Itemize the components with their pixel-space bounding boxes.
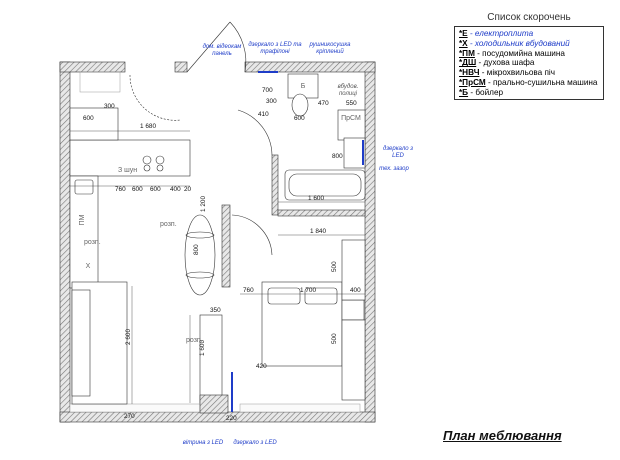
- wall-north-stub: [174, 61, 188, 73]
- legend-row: *Б - бойлер: [459, 87, 504, 97]
- dim-500-a: 500: [331, 261, 338, 272]
- legend-box: *Е - електроплита *Х - холодильник вбудо…: [454, 26, 604, 100]
- label-rozet-1: розп.: [84, 239, 101, 246]
- note-tech-gap: тех. зазор: [379, 166, 409, 172]
- wardrobe-east: [341, 239, 366, 401]
- wall-south: [59, 411, 376, 423]
- legend-row: *НВЧ - мікрохвильова піч: [459, 68, 555, 78]
- wall-bath-south: [277, 209, 366, 217]
- counter-top: [69, 139, 191, 177]
- label-boiler: Б: [301, 83, 306, 90]
- dimension-lines: [70, 130, 365, 404]
- note-wall-niche: вбудов. полиці: [337, 84, 359, 97]
- kitchen-upper-cabinet: [69, 107, 119, 141]
- dim-2600: 2 600: [125, 329, 132, 345]
- radiator-north: [79, 71, 121, 93]
- dim-1840: 1 840: [310, 228, 326, 235]
- legend-row: *ПМ - посудомийна машина: [459, 48, 565, 58]
- note-towel-rail: рушникосушка кріплений: [309, 42, 351, 55]
- dim-1600-a: 1 600: [308, 195, 324, 202]
- label-washer: ПрСМ: [341, 115, 361, 122]
- dim-1700: 1 700: [300, 287, 316, 294]
- bath-sink: [343, 137, 366, 169]
- wall-west: [59, 61, 71, 423]
- led-strips: [231, 71, 364, 412]
- dim-1600-b: 1 600: [199, 340, 206, 356]
- wall-bath-west: [271, 154, 279, 216]
- dim-270: 270: [124, 413, 135, 420]
- window-south-right: [239, 403, 361, 413]
- dim-600-c: 600: [132, 186, 143, 193]
- dim-300-b: 300: [266, 98, 277, 105]
- toilet: [291, 93, 309, 117]
- label-rozet-2: розп.: [160, 221, 177, 228]
- legend-row: *ПрСМ - прально-сушильна машина: [459, 77, 598, 87]
- dim-550: 550: [346, 100, 357, 107]
- label-stove-code: З шун: [118, 167, 137, 174]
- legend-title: Список скорочень: [487, 12, 571, 23]
- bed: [261, 281, 365, 367]
- dim-400-a: 400: [170, 186, 181, 193]
- dim-1680: 1 680: [140, 123, 156, 130]
- plan-title: План меблювання: [443, 428, 562, 443]
- note-showcase-led: вітрина з LED: [182, 440, 224, 446]
- counter-side: [69, 175, 99, 289]
- dim-20: 20: [184, 186, 192, 193]
- note-mirror-led-bottom: дзеркало з LED: [233, 440, 277, 446]
- legend-row: *Х - холодильник вбудований: [459, 38, 570, 48]
- wall-partition-mid: [221, 204, 231, 288]
- note-mirror-led-right: дзеркало з LED: [383, 146, 413, 159]
- dim-760-b: 760: [243, 287, 254, 294]
- dim-600-b: 600: [150, 186, 161, 193]
- window-south-left: [69, 403, 201, 413]
- dim-410: 410: [258, 111, 269, 118]
- sofa: [71, 281, 128, 405]
- boiler: [287, 73, 319, 99]
- label-rozet-3: розп.: [186, 337, 203, 344]
- dim-800-b: 800: [193, 244, 200, 255]
- legend-row: *Е - електроплита: [459, 29, 534, 38]
- dim-700-a: 700: [262, 87, 273, 94]
- bathtub: [284, 169, 366, 201]
- washer: [337, 109, 366, 141]
- dim-220: 220: [226, 415, 237, 422]
- dim-500-b: 500: [331, 333, 338, 344]
- note-doorbell-panel: дом. відеокам панель: [202, 44, 242, 57]
- legend-row: *ДШ - духова шафа: [459, 58, 535, 68]
- bath-fixtures: [284, 73, 366, 201]
- sink: [74, 179, 94, 195]
- dim-350: 350: [210, 307, 221, 314]
- mid-shelving: [199, 314, 229, 414]
- dim-1200: 1 200: [200, 196, 207, 212]
- note-mirror-led-top: дзеркало з LED та трафіпоні: [248, 42, 302, 55]
- dim-400-b: 400: [350, 287, 361, 294]
- dining-table: [184, 214, 216, 296]
- dim-300-a: 300: [104, 103, 115, 110]
- kitchen-counter: [69, 107, 191, 289]
- label-fridge: Х: [86, 263, 91, 270]
- exterior-walls: [59, 61, 376, 423]
- dim-600-a: 600: [83, 115, 94, 122]
- entry-door: [129, 21, 273, 256]
- dim-420: 420: [256, 363, 267, 370]
- wall-east: [364, 61, 376, 423]
- stove: [142, 155, 165, 172]
- wall-north-right: [244, 61, 376, 73]
- dim-600-d: 600: [294, 115, 305, 122]
- label-dishwasher: ПМ: [79, 214, 86, 225]
- dim-470: 470: [318, 100, 329, 107]
- dim-760-a: 760: [115, 186, 126, 193]
- dim-800-a: 800: [332, 153, 343, 160]
- wall-north-left: [59, 61, 126, 73]
